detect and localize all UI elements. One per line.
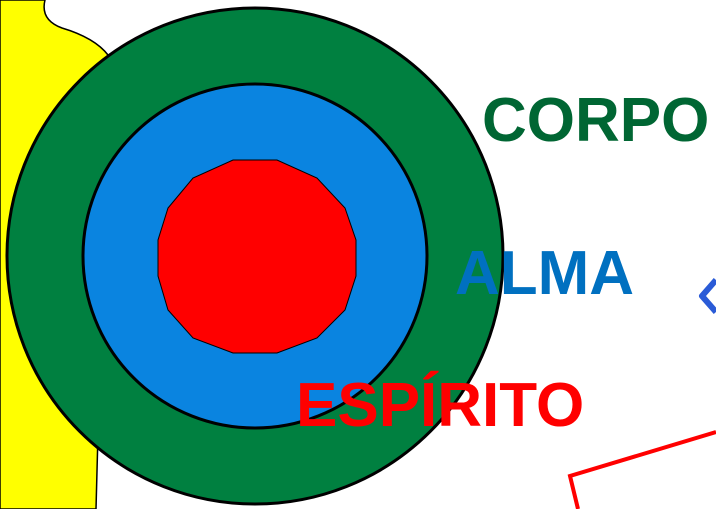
spirit-label: ESPÍRITO (296, 375, 584, 437)
red-box-outline (570, 432, 716, 509)
spirit-core (158, 160, 356, 353)
chevron-left-icon (702, 280, 716, 312)
body-label: CORPO (482, 90, 709, 152)
soul-label: ALMA (455, 243, 634, 305)
